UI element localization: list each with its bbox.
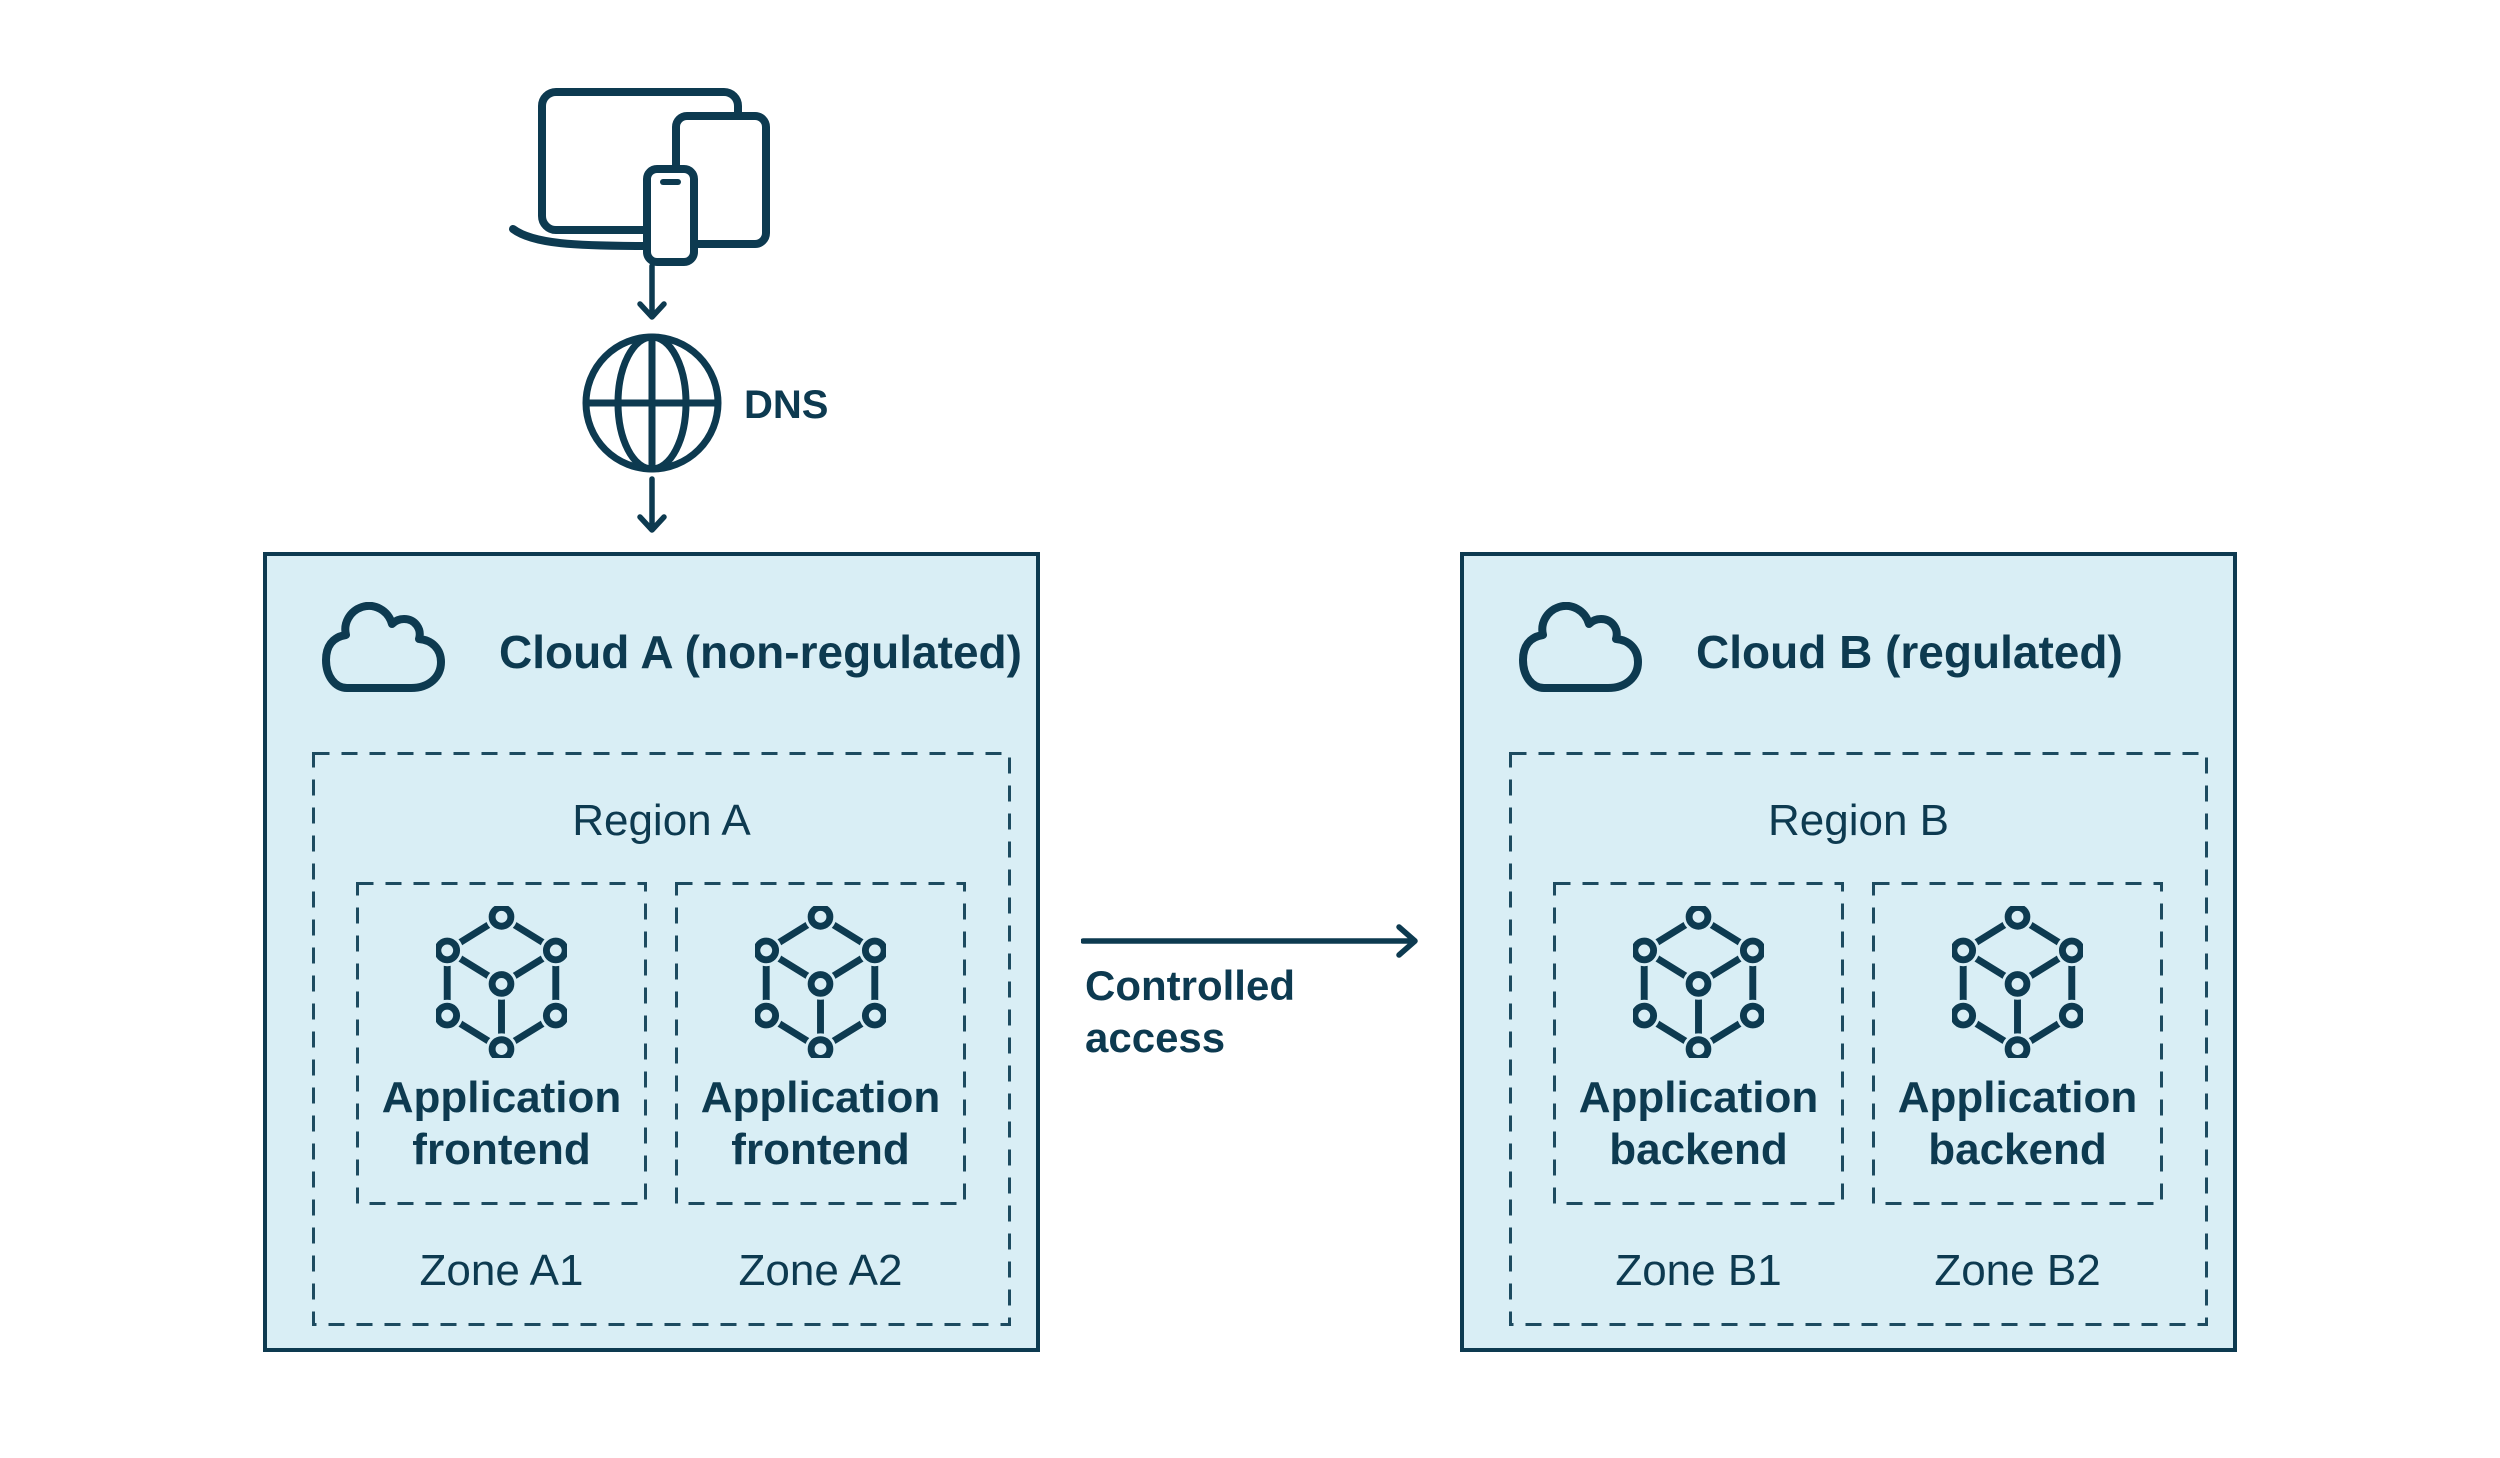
arrow-down-icon [637, 263, 667, 320]
application-label: Application frontend [700, 1073, 941, 1174]
cloud-a-header: Cloud A (non-regulated) [317, 600, 1022, 704]
application-label: Application backend [1578, 1073, 1819, 1174]
dashed-border [356, 882, 647, 1205]
dashed-border [1872, 882, 2163, 1205]
zone-b2-label: Zone B2 [1934, 1246, 2101, 1295]
zone-b1-box: Application backend [1553, 882, 1844, 1205]
zone-a1-label: Zone A1 [419, 1246, 584, 1295]
globe-icon [582, 333, 722, 473]
cube-nodes-icon [1633, 906, 1764, 1058]
dns-label: DNS [744, 383, 829, 427]
zone-b2-box: Application backend [1872, 882, 2163, 1205]
dashed-border [675, 882, 966, 1205]
controlled-access-label: Controlled access [1085, 962, 1295, 1061]
region-b-label: Region B [1767, 796, 1949, 845]
cloud-icon [322, 602, 445, 692]
cloud-b-header: Cloud B (regulated) [1514, 600, 2123, 704]
cube-nodes-icon [755, 906, 886, 1058]
cube-nodes-icon [1952, 906, 2083, 1058]
region-a-box: Region A Application frontend [312, 752, 1011, 1326]
dashed-border [312, 752, 1011, 1326]
cloud-b-title: Cloud B (regulated) [1696, 626, 2123, 678]
dashed-border [1553, 882, 1844, 1205]
application-label: Application backend [1897, 1073, 2138, 1174]
dashed-border [1509, 752, 2208, 1326]
application-label: Application frontend [381, 1073, 622, 1174]
zone-b1-label: Zone B1 [1615, 1246, 1782, 1295]
zone-a2-label: Zone A2 [738, 1246, 903, 1295]
arrow-right-icon [1081, 924, 1418, 958]
zone-a2-box: Application frontend [675, 882, 966, 1205]
cloud-b-panel: Cloud B (regulated) Region B [1460, 552, 2237, 1352]
cloud-a-panel: Cloud A (non-regulated) Region A [263, 552, 1040, 1352]
arrow-down-icon [637, 476, 667, 533]
region-a-label: Region A [572, 796, 751, 845]
devices-icon [509, 88, 770, 266]
zone-a1-box: Application frontend [356, 882, 647, 1205]
cloud-icon [1519, 602, 1642, 692]
cloud-a-title: Cloud A (non-regulated) [499, 626, 1022, 678]
cube-nodes-icon [436, 906, 567, 1058]
region-b-box: Region B Application backend [1509, 752, 2208, 1326]
